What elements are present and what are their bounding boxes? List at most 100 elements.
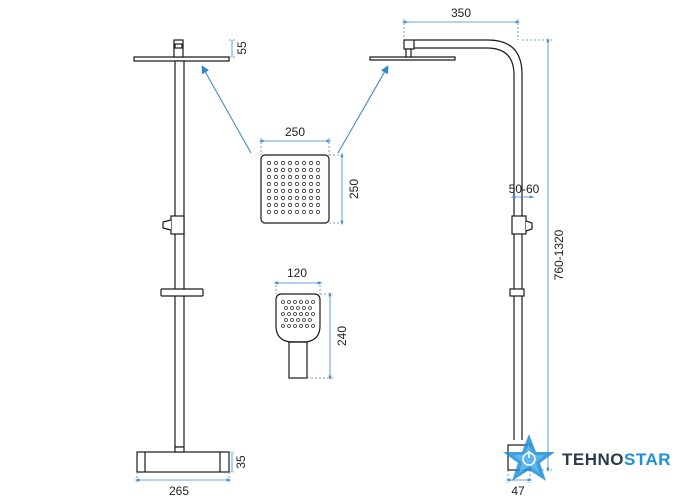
head-nozzle	[266, 167, 272, 173]
hand-nozzle	[287, 324, 291, 328]
dim-total-height: 760-1320	[522, 37, 566, 473]
head-nozzle	[294, 160, 300, 166]
head-nozzle	[308, 160, 314, 166]
label-hand-length: 240	[335, 326, 349, 346]
head-nozzle	[294, 188, 300, 194]
dim-pipe-diameter: 47	[505, 470, 533, 498]
hand-nozzle	[293, 312, 297, 316]
front-thermostatic-mixer	[136, 451, 230, 473]
front-shower-head-plate	[133, 56, 230, 62]
head-nozzle	[266, 188, 272, 194]
head-nozzle	[280, 160, 286, 166]
head-nozzle	[315, 174, 321, 180]
head-nozzle	[308, 209, 314, 215]
head-nozzle	[266, 160, 272, 166]
hand-nozzle	[308, 318, 312, 322]
hand-nozzle	[299, 312, 303, 316]
side-shower-head-plate	[369, 56, 456, 61]
front-riser-pipe	[174, 60, 185, 448]
head-nozzle	[294, 181, 300, 187]
label-head-width: 250	[285, 125, 305, 139]
head-nozzle	[301, 202, 307, 208]
head-nozzle	[301, 209, 307, 215]
head-nozzle	[308, 181, 314, 187]
head-nozzle	[287, 181, 293, 187]
arrow-to-front-head	[201, 65, 252, 154]
dim-hand-length: 240	[307, 291, 349, 381]
side-slider-holder	[509, 288, 525, 297]
head-nozzle	[266, 202, 272, 208]
head-nozzle	[287, 195, 293, 201]
head-nozzle	[273, 174, 279, 180]
head-nozzle	[287, 174, 293, 180]
head-nozzle	[308, 195, 314, 201]
hand-nozzle	[293, 300, 297, 304]
label-mixer-height: 35	[234, 455, 248, 469]
square-head-detail	[260, 154, 330, 224]
head-nozzle	[315, 167, 321, 173]
dim-head-thickness: 55	[229, 39, 249, 58]
arrow-to-side-head	[337, 65, 389, 154]
dim-overhead-reach: 350	[401, 6, 521, 40]
head-nozzle	[301, 188, 307, 194]
head-nozzle	[308, 174, 314, 180]
head-nozzle	[315, 160, 321, 166]
head-nozzle	[273, 167, 279, 173]
hand-shower-head	[275, 293, 321, 343]
label-hand-width: 120	[287, 266, 307, 280]
head-nozzle	[266, 195, 272, 201]
head-nozzle	[280, 174, 286, 180]
head-nozzle	[294, 202, 300, 208]
label-holder-offset: 50-60	[509, 182, 540, 196]
head-nozzle	[266, 181, 272, 187]
hand-shower-detail	[275, 293, 321, 379]
front-slider-holder	[160, 288, 204, 297]
front-diverter	[170, 215, 185, 235]
label-pipe-diameter: 47	[511, 484, 525, 498]
dim-mixer-height: 35	[229, 451, 248, 473]
head-nozzle	[273, 209, 279, 215]
hand-nozzle	[281, 300, 285, 304]
dim-head-depth: 250	[329, 152, 361, 226]
head-nozzle	[280, 202, 286, 208]
hand-shower-handle	[288, 341, 308, 379]
label-overhead-reach: 350	[451, 6, 471, 20]
front-view-shower-column	[133, 39, 230, 473]
head-nozzle	[301, 195, 307, 201]
hand-nozzle	[290, 306, 294, 310]
star-icon	[503, 434, 555, 481]
head-nozzle	[273, 195, 279, 201]
head-nozzle	[280, 188, 286, 194]
brand-name-part1: TEHNO	[562, 450, 624, 469]
hand-nozzle	[311, 312, 315, 316]
hand-nozzle	[281, 324, 285, 328]
hand-nozzle	[296, 306, 300, 310]
head-nozzle	[287, 202, 293, 208]
hand-nozzle	[290, 318, 294, 322]
hand-nozzle	[305, 312, 309, 316]
head-nozzle	[280, 195, 286, 201]
head-nozzle	[273, 181, 279, 187]
dim-head-width: 250	[258, 125, 332, 155]
head-nozzle	[315, 202, 321, 208]
label-mixer-width: 265	[169, 484, 189, 498]
head-nozzle	[308, 188, 314, 194]
brand-name-part2: STAR	[624, 450, 671, 469]
head-nozzle	[301, 174, 307, 180]
hand-nozzle	[305, 300, 309, 304]
hand-nozzle	[284, 306, 288, 310]
tehnostar-logo: TEHNOSTAR	[503, 434, 671, 481]
hand-nozzle	[305, 324, 309, 328]
head-nozzle	[287, 188, 293, 194]
dim-hand-width: 120	[273, 266, 323, 294]
head-nozzle	[301, 160, 307, 166]
head-nozzle	[287, 167, 293, 173]
side-diverter	[511, 215, 527, 235]
hand-nozzle	[302, 306, 306, 310]
head-nozzle	[308, 202, 314, 208]
hand-nozzle	[299, 324, 303, 328]
head-nozzle	[301, 181, 307, 187]
head-nozzle	[273, 202, 279, 208]
side-view-shower-column	[369, 39, 533, 471]
